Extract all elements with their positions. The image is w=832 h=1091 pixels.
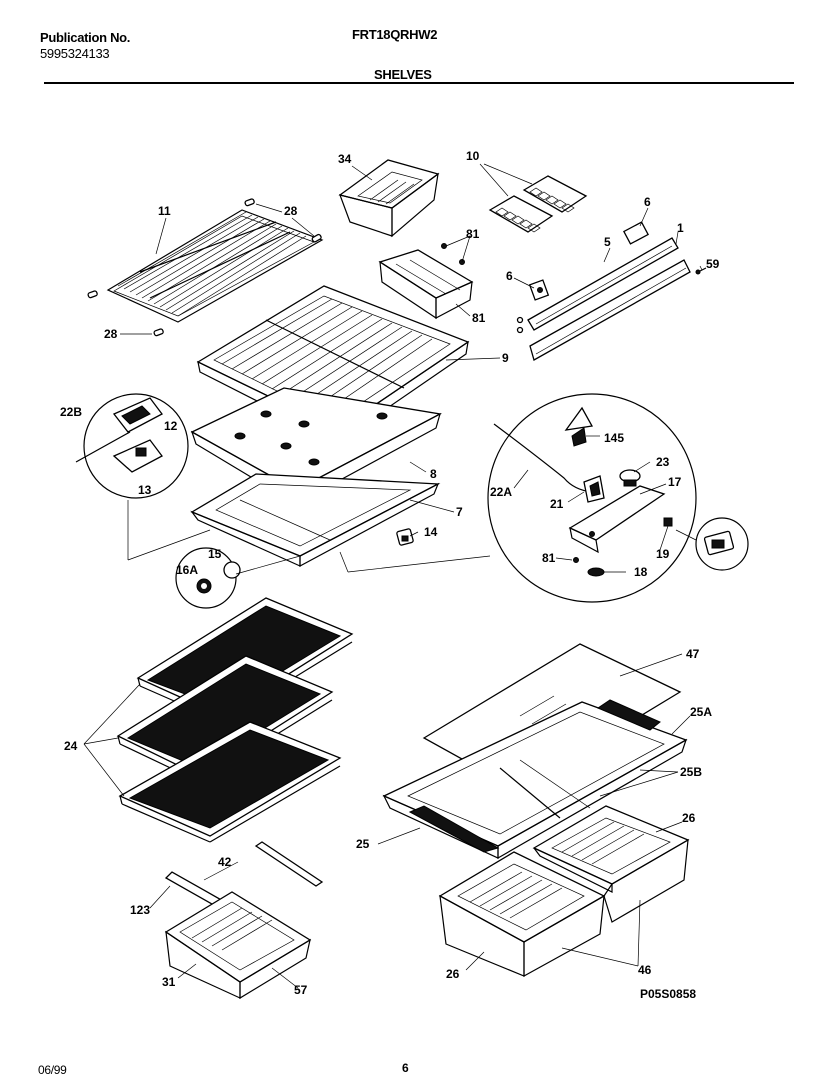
callout-1: 1: [677, 221, 684, 235]
callout-17: 17: [668, 475, 682, 489]
detail-inset-switch: [675, 517, 749, 571]
callout-13: 13: [138, 483, 152, 497]
end-cap-part-28: [87, 198, 322, 337]
publication-number: 5995324133: [40, 46, 110, 61]
callout-22a: 22A: [490, 485, 512, 499]
drawer-part-31: [164, 891, 312, 1000]
diagram-code: P05S0858: [640, 987, 696, 1001]
ice-tray-part-10: [488, 175, 588, 233]
callout-18: 18: [634, 565, 648, 579]
callout-81: 81: [466, 227, 480, 241]
leader-lines: [120, 163, 703, 989]
callout-25a: 25A: [690, 705, 712, 719]
shelf-trim-part-5: [527, 237, 679, 331]
detail-inset-left: [75, 393, 211, 561]
shelf-trim-part-1: [529, 259, 691, 361]
detail-inset-lamp: [175, 547, 301, 609]
callout-6: 6: [644, 195, 651, 209]
callout-19: 19: [656, 547, 670, 561]
callout-7: 7: [456, 505, 463, 519]
callout-42: 42: [218, 855, 232, 869]
callout-59: 59: [706, 257, 720, 271]
callout-57: 57: [294, 983, 308, 997]
glass-shelf-part-24: [83, 597, 354, 843]
callout-9: 9: [502, 351, 509, 365]
callout-81: 81: [542, 551, 556, 565]
callout-23: 23: [656, 455, 670, 469]
crisper-frame-part-25: [382, 699, 688, 860]
callout-8: 8: [430, 467, 437, 481]
callout-31: 31: [162, 975, 176, 989]
control-part-14: [396, 528, 414, 546]
crisper-drawer-part-26: [438, 851, 606, 978]
screw-part-59: [695, 267, 707, 275]
section-title: SHELVES: [374, 67, 432, 82]
footer-page: 6: [402, 1061, 409, 1075]
callout-16a: 16A: [176, 563, 198, 577]
wire-shelf-part-11: [106, 209, 324, 323]
callout-26: 26: [682, 811, 696, 825]
callout-61: 81: [472, 311, 486, 325]
callout-26: 26: [446, 967, 460, 981]
callout-28: 28: [284, 204, 298, 218]
callout-15: 15: [208, 547, 222, 561]
header-rule: [44, 82, 794, 84]
shelf-bracket-part-61: [378, 243, 474, 320]
callout-25: 25: [356, 837, 370, 851]
callout-10: 10: [466, 149, 480, 163]
model-number: FRT18QRHW2: [352, 27, 438, 42]
publication-label: Publication No.: [40, 30, 131, 45]
callout-14: 14: [424, 525, 438, 539]
detail-inset-control: [339, 393, 697, 603]
callout-25b: 25B: [680, 765, 702, 779]
footer-date: 06/99: [38, 1063, 67, 1077]
callout-47: 47: [686, 647, 700, 661]
callout-21: 21: [550, 497, 564, 511]
clip-part-6: [516, 221, 649, 334]
callout-46: 46: [638, 963, 652, 977]
callout-34: 34: [338, 152, 352, 166]
ice-bin-part-34: [338, 159, 440, 238]
callout-28: 28: [104, 327, 118, 341]
callout-11: 11: [158, 204, 171, 218]
callout-123: 123: [130, 903, 150, 917]
crisper-cover-part-7: [190, 473, 441, 568]
callout-145: 145: [604, 431, 624, 445]
callout-5: 5: [604, 235, 611, 249]
callout-labels: 34 10 11 28 28 6 5 1 59 6 81 81 9 22B 12…: [60, 149, 720, 1001]
crisper-drawer-part-26: [532, 805, 690, 923]
callout-22b: 22B: [60, 405, 82, 419]
callout-6: 6: [506, 269, 513, 283]
callout-12: 12: [164, 419, 178, 433]
callout-24: 24: [64, 739, 78, 753]
